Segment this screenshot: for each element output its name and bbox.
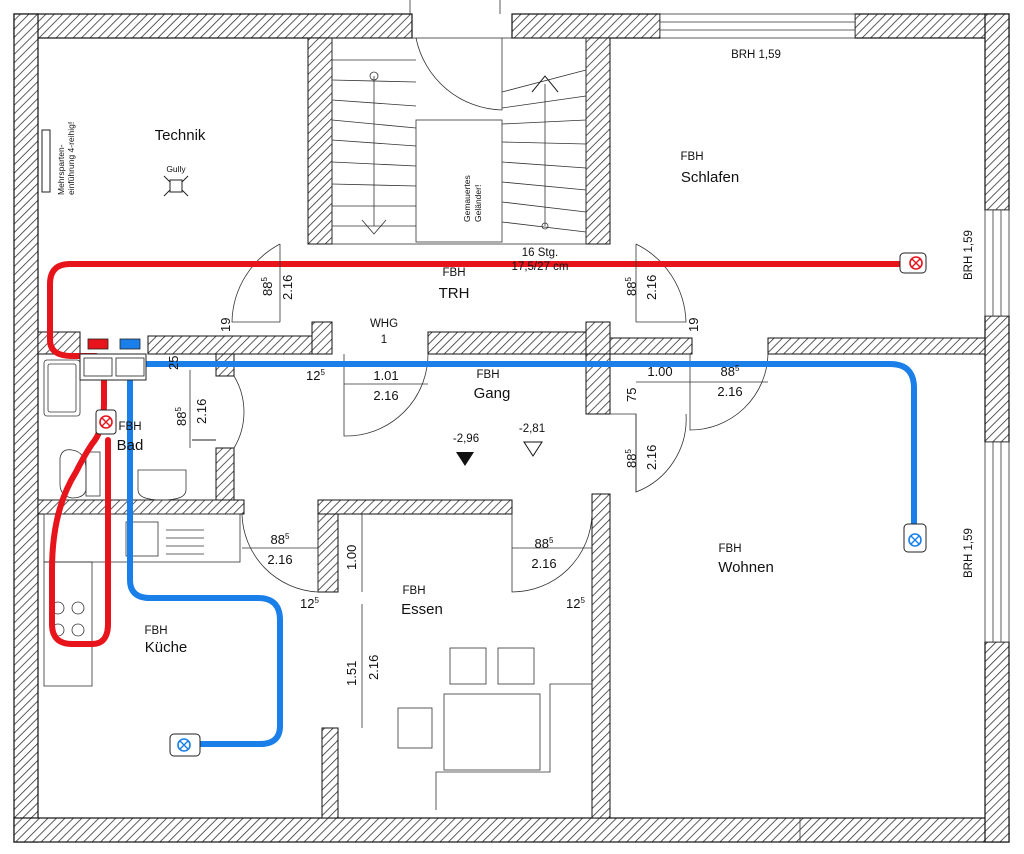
dim-885: 885 xyxy=(535,536,554,551)
dim-216: 2.16 xyxy=(644,275,659,300)
dim-885: 885 xyxy=(271,532,290,547)
door-swings xyxy=(231,37,769,593)
brh-right-2: BRH 1,59 xyxy=(963,528,975,578)
dimension-lines xyxy=(189,244,768,728)
level-label-1: -2,96 xyxy=(453,433,479,445)
fbh-essen: FBH xyxy=(403,585,426,597)
fbh-wohnen: FBH xyxy=(719,543,742,555)
fbh-schlafen: FBH xyxy=(681,151,704,163)
whg-number: 1 xyxy=(381,334,387,346)
dim-216: 2.16 xyxy=(373,388,398,403)
room-label-wohnen: Wohnen xyxy=(718,559,774,576)
gully-icon xyxy=(163,175,189,197)
dim-19: 19 xyxy=(686,318,701,332)
dim-25: 25 xyxy=(166,356,181,370)
inner-walls xyxy=(37,37,986,819)
dim-100: 1.00 xyxy=(344,545,359,570)
fbh-kueche: FBH xyxy=(145,625,168,637)
whg-label: WHG xyxy=(370,318,398,330)
return-pipes xyxy=(127,361,917,747)
dim-101: 1.01 xyxy=(373,368,398,383)
room-label-technik: Technik xyxy=(155,127,206,144)
dim-100: 1.00 xyxy=(647,364,672,379)
dim-216: 2.16 xyxy=(280,275,295,300)
dim-216: 2.16 xyxy=(267,552,292,567)
room-labels: Technik Gully Mehrsparten- einführung 4-… xyxy=(56,122,774,656)
fbh-trh: FBH xyxy=(443,267,466,279)
brh-top: BRH 1,59 xyxy=(731,49,781,61)
room-thermostat-icon xyxy=(169,733,201,757)
level-label-2: -2,81 xyxy=(519,423,545,435)
mehrsparten-label-1: Mehrsparten- xyxy=(56,144,66,195)
stairs-size: 17,5/27 cm xyxy=(512,261,569,273)
dim-19: 19 xyxy=(218,318,233,332)
stairs-count: 16 Stg. xyxy=(522,247,558,259)
kitchen-fixtures xyxy=(43,513,241,687)
dim-216: 2.16 xyxy=(366,655,381,680)
room-label-trh: TRH xyxy=(439,285,470,302)
stair-arrow-icon xyxy=(531,75,559,93)
dim-216: 2.16 xyxy=(194,399,209,424)
brh-right-1: BRH 1,59 xyxy=(963,230,975,280)
dim-216: 2.16 xyxy=(717,384,742,399)
dim-885: 885 xyxy=(260,277,275,296)
room-label-kueche: Küche xyxy=(145,639,188,656)
level-marker-icon xyxy=(523,441,543,457)
dim-151: 1.51 xyxy=(344,661,359,686)
fbh-gang: FBH xyxy=(477,369,500,381)
level-marker-icon xyxy=(456,452,474,466)
room-thermostat-icon xyxy=(903,523,927,553)
dim-885: 885 xyxy=(174,407,189,426)
dim-216: 2.16 xyxy=(644,445,659,470)
room-thermostat-icon xyxy=(95,409,117,435)
gemauertes-label: Gemauertes xyxy=(462,175,472,222)
dim-75: 75 xyxy=(624,388,639,402)
fbh-bad: FBH xyxy=(119,421,142,433)
mehrsparten-box xyxy=(41,129,51,193)
bathroom-fixtures xyxy=(43,359,187,501)
dim-125: 125 xyxy=(306,368,325,383)
dim-125: 125 xyxy=(566,596,585,611)
mehrsparten-label-2: einführung 4-reihig! xyxy=(66,122,76,195)
staircase xyxy=(331,37,587,245)
room-label-bad: Bad xyxy=(117,437,144,454)
dim-216: 2.16 xyxy=(531,556,556,571)
windows xyxy=(409,0,1010,842)
room-label-schlafen: Schlafen xyxy=(681,169,739,186)
gully-label: Gully xyxy=(166,164,186,174)
dim-125: 125 xyxy=(300,596,319,611)
brh-labels: BRH 1,59 BRH 1,59 BRH 1,59 xyxy=(731,49,975,578)
dim-885: 885 xyxy=(721,364,740,379)
distributor-icon xyxy=(79,338,147,381)
dim-885: 885 xyxy=(624,277,639,296)
dim-885: 885 xyxy=(624,449,639,468)
dining-furniture xyxy=(397,647,592,810)
room-label-essen: Essen xyxy=(401,601,443,618)
gelaender-label: Geländer! xyxy=(473,185,483,222)
room-thermostat-icon xyxy=(899,252,927,274)
dimension-texts: 885 2.16 19 885 2.16 19 25 885 2.16 125 … xyxy=(166,275,743,686)
room-label-gang: Gang xyxy=(474,385,511,402)
level-labels: -2,96 -2,81 xyxy=(453,423,545,445)
supply-pipes xyxy=(47,261,907,647)
outer-walls xyxy=(13,13,1010,843)
